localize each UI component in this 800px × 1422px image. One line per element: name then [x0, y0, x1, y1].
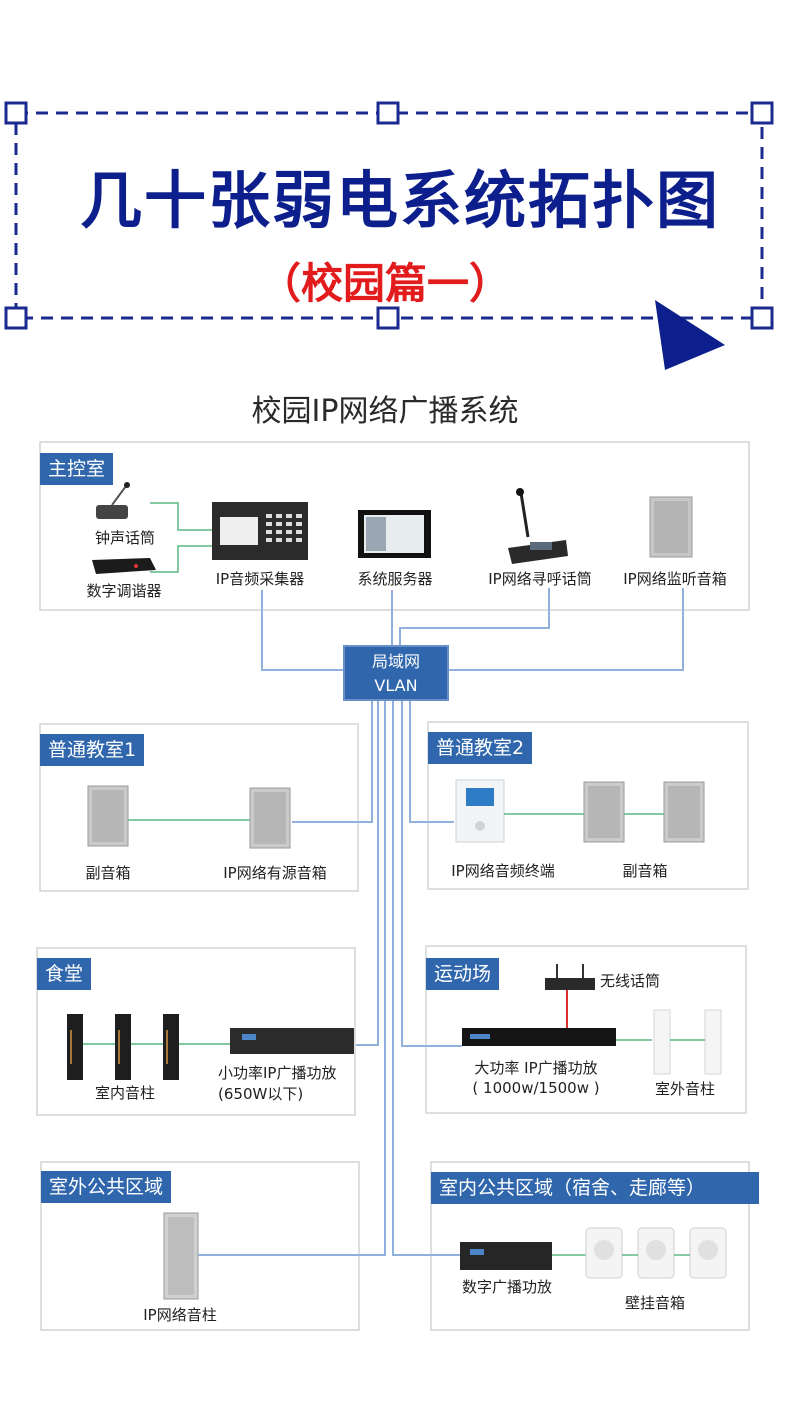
page-title: 几十张弱电系统拓扑图: [79, 164, 720, 237]
tag-classroom2: 普通教室2: [428, 732, 533, 764]
monitor-speaker-icon: [649, 496, 693, 558]
label-outdoor-column: 室外音柱: [654, 1080, 715, 1098]
paging-mic-icon: [508, 488, 568, 564]
panel-indoor-public: [430, 1161, 750, 1331]
label-c1-sub: 副音箱: [85, 864, 131, 882]
tag-classroom1: 普通教室1: [40, 734, 145, 766]
label-playground-amp-power: ( 1000w/1500w ): [472, 1079, 600, 1097]
label-mic: 钟声话筒: [94, 529, 155, 547]
indoor-public-devices: [460, 1227, 727, 1279]
audio-collector-icon: [212, 502, 308, 560]
title-frame: [4, 101, 774, 370]
label-wireless-mic: 无线话筒: [600, 972, 661, 990]
label-canteen-column: 室内音柱: [94, 1084, 155, 1102]
panel-playground: [425, 945, 747, 1114]
tag-indoor-public: 室内公共区域（宿舍、走廊等）: [431, 1172, 759, 1204]
vlan-label: VLAN: [374, 676, 418, 695]
label-paging: IP网络寻呼话筒: [488, 570, 592, 588]
tag-canteen: 食堂: [37, 958, 92, 990]
label-c1-active: IP网络有源音箱: [223, 864, 327, 882]
label-canteen-amp-power: (650W以下): [218, 1085, 304, 1103]
lan-vlan-box: 局域网 VLAN: [343, 645, 449, 701]
page-subtitle: （校园篇一）: [258, 259, 511, 308]
label-collector: IP音频采集器: [215, 570, 305, 588]
lan-label: 局域网: [371, 652, 420, 671]
label-playground-amp: 大功率 IP广播功放: [474, 1059, 598, 1077]
cursor-arrow-icon: [655, 300, 725, 370]
panel-control-room: [39, 441, 750, 611]
playground-devices: [462, 964, 722, 1075]
panel-outdoor-public: [40, 1161, 360, 1331]
desk-mic-icon: [96, 482, 130, 519]
label-server: 系统服务器: [357, 570, 433, 588]
server-icon: [358, 510, 431, 558]
label-monitor: IP网络监听音箱: [623, 570, 727, 588]
tag-playground: 运动场: [426, 958, 500, 990]
panel-classroom2: [427, 721, 749, 890]
label-ip-column: IP网络音柱: [143, 1306, 217, 1324]
label-indoor-amp: 数字广播功放: [461, 1278, 552, 1296]
tag-control-room: 主控室: [40, 453, 114, 485]
label-wall-speaker: 壁挂音箱: [624, 1294, 685, 1312]
outdoor-public-devices: [163, 1212, 199, 1300]
classroom1-devices: [87, 785, 291, 849]
classroom2-devices: [455, 779, 705, 843]
label-c2-sub: 副音箱: [622, 862, 668, 880]
tag-outdoor-public: 室外公共区域: [41, 1171, 172, 1203]
system-title: 校园IP网络广播系统: [251, 394, 519, 429]
tuner-icon: [92, 558, 156, 574]
label-tuner: 数字调谐器: [86, 582, 162, 600]
panel-classroom1: [39, 723, 359, 892]
panel-canteen: [36, 947, 356, 1116]
label-canteen-amp: 小功率IP广播功放: [218, 1064, 337, 1082]
label-c2-terminal: IP网络音频终端: [451, 862, 555, 880]
control-room-devices: [92, 482, 693, 574]
canteen-devices: [67, 1014, 354, 1080]
